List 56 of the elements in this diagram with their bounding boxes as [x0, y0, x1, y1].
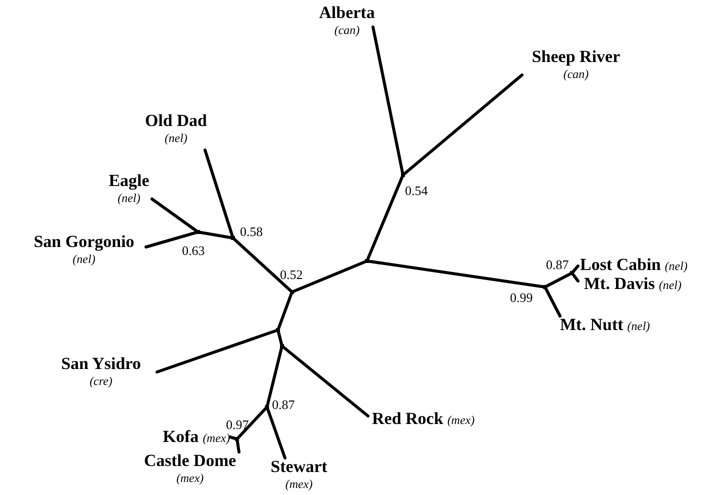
branch-point: [280, 344, 284, 348]
bootstrap-value: 0.87: [272, 398, 295, 411]
bootstrap-value: 0.58: [240, 225, 263, 238]
region-code: (can): [563, 68, 589, 80]
taxon-label: Kofa: [162, 428, 199, 445]
region-code: (mex): [176, 472, 204, 484]
taxon-label: Alberta: [319, 4, 375, 21]
taxon-label: Mt. Nutt: [560, 316, 624, 333]
branch-point: [235, 437, 239, 441]
bootstrap-value: 0.63: [182, 244, 205, 257]
branch-line: [570, 272, 580, 282]
taxon-label: San Gorgonio: [34, 233, 134, 250]
branch-line: [290, 260, 368, 294]
branch-point: [265, 405, 269, 409]
region-code: (nel): [627, 320, 650, 332]
branch-line: [366, 174, 404, 262]
taxon-label: Mt. Davis: [584, 275, 655, 292]
region-code: (nel): [664, 260, 688, 272]
taxon-label: Stewart: [270, 458, 328, 475]
branch-line: [236, 406, 268, 440]
branch-line: [280, 344, 370, 418]
bootstrap-value: 0.97: [226, 418, 249, 431]
branch-point: [401, 173, 405, 177]
bootstrap-value: 0.99: [510, 291, 533, 304]
branch-point: [276, 328, 280, 332]
branch-point: [570, 271, 574, 275]
region-code: (cre): [90, 375, 112, 387]
branch-line: [232, 236, 294, 294]
branch-line: [544, 286, 562, 318]
branch-line: [570, 264, 580, 274]
taxon-label: Sheep River: [532, 48, 620, 65]
bootstrap-value: 0.52: [280, 268, 303, 281]
taxon-label: Old Dad: [145, 112, 207, 129]
branch-line: [402, 74, 524, 176]
region-code: (nel): [658, 279, 682, 291]
taxon-label: Castle Dome: [144, 452, 236, 469]
taxon-label: Red Rock: [372, 410, 444, 427]
branch-point: [196, 230, 200, 234]
region-code: (can): [334, 24, 360, 36]
taxon-label: Eagle: [108, 172, 150, 189]
region-code: (mex): [202, 432, 230, 444]
region-code: (mex): [285, 478, 313, 490]
bootstrap-value: 0.54: [405, 184, 428, 197]
branch-point: [365, 259, 369, 263]
region-code: (nel): [164, 132, 188, 144]
branch-line: [150, 198, 200, 234]
branch-point: [231, 236, 235, 240]
branch-line: [544, 272, 574, 288]
region-code: (nel): [118, 192, 140, 204]
branch-point: [543, 285, 547, 289]
branch-point: [290, 290, 294, 294]
taxon-label: San Ysidro: [61, 355, 141, 372]
taxon-label: Lost Cabin: [580, 256, 661, 273]
region-code: (mex): [447, 414, 475, 426]
bootstrap-value: 0.87: [546, 258, 569, 271]
region-code: (nel): [72, 253, 96, 265]
